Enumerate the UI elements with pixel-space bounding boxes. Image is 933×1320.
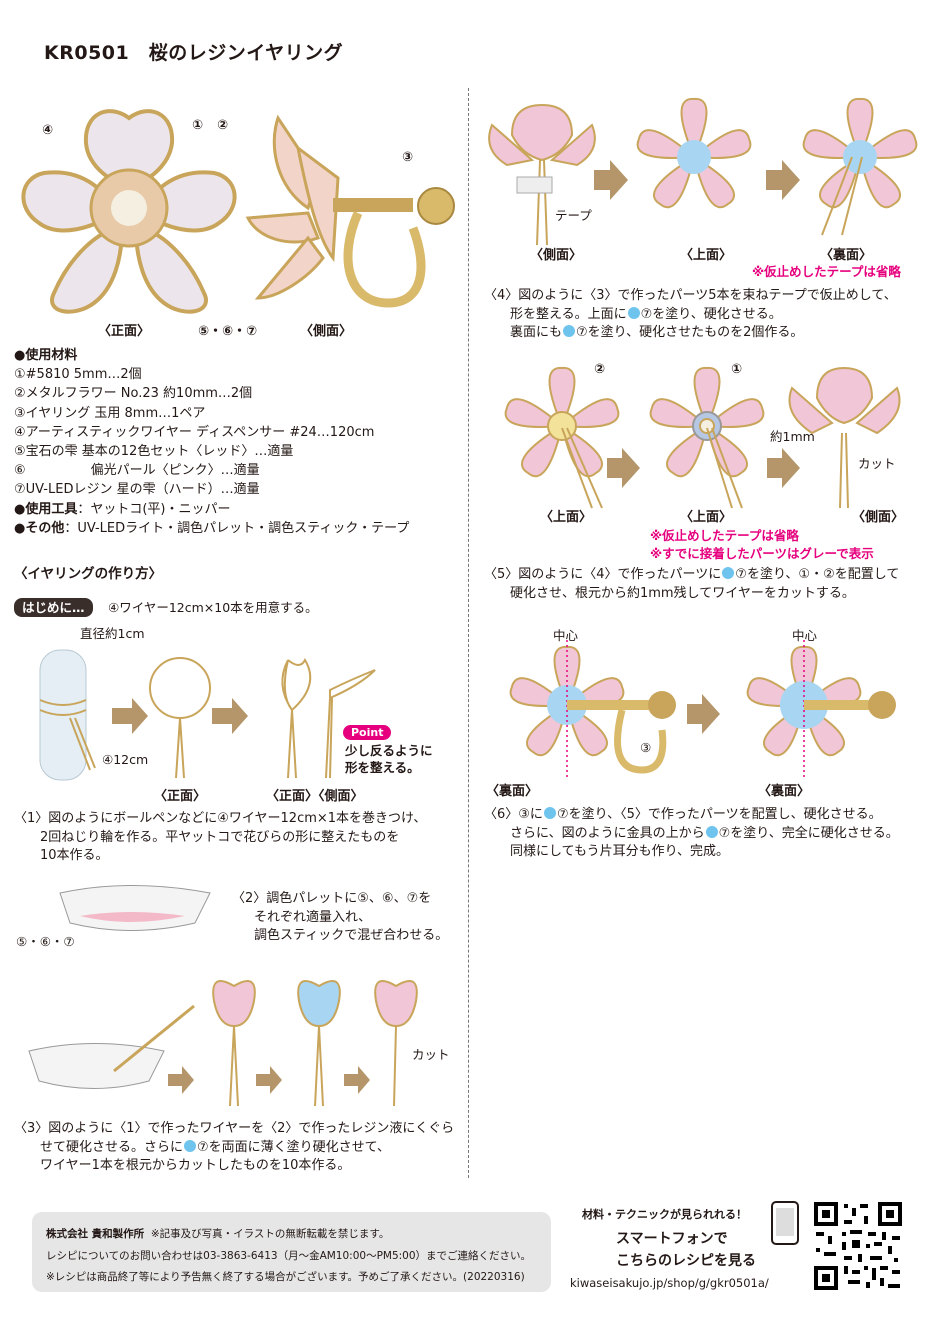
- resin-dot: [543, 807, 556, 819]
- resin-dot: [705, 825, 718, 838]
- resin-dot: [563, 325, 576, 337]
- materials-list: ●使用材料 ①#5810 5mm…2個 ②メタルフラワー No.23 約10mm…: [14, 346, 409, 538]
- step3-text: 〈3〉図のように〈1〉で作ったワイヤーを〈2〉で作ったレジン液にくぐら せて硬化…: [14, 1121, 455, 1173]
- step1-illustration: [39, 649, 376, 781]
- recipe-url[interactable]: kiwaseisakujo.jp/shop/g/gkr0501a/: [570, 1276, 769, 1290]
- qr-code[interactable]: [812, 1200, 904, 1292]
- diameter-label: 直径約1cm: [80, 626, 145, 641]
- label-parts: ⑤・⑥・⑦: [198, 324, 258, 339]
- material-item: ③イヤリング 玉用 8mm…1ペア: [14, 405, 206, 421]
- material-item: ④アーティスティックワイヤー ディスペンサー #24…120cm: [14, 424, 375, 440]
- qr-tagline: 材料・テクニックが見られれる！: [582, 1208, 747, 1221]
- tools-value: ：ヤットコ(平)・ニッパー: [77, 501, 231, 517]
- material-item: ①#5810 5mm…2個: [14, 367, 142, 383]
- step5-side-label: 〈側面〉: [852, 510, 905, 525]
- step5-callout-2: ②: [594, 362, 606, 377]
- step4-side-label: 〈側面〉: [530, 248, 583, 263]
- end-notice: ※レシピは商品終了等により予告無く終了する場合がございます。予めご了承ください。…: [46, 1271, 525, 1283]
- approx-1mm-label: 約1mm: [770, 429, 815, 444]
- step4-text: 〈4〉図のように〈3〉で作ったパーツ5本を束ねテープで仮止めして、 形を整える。…: [484, 288, 897, 340]
- column-divider: [468, 88, 469, 1178]
- callout-1: ①: [192, 118, 204, 133]
- note-tape-omitted: ※仮止めしたテープは省略: [752, 264, 901, 279]
- step4-illustration: [488, 97, 918, 246]
- other-value: ：UV-LEDライト・調色パレット・調色スティック・テープ: [64, 520, 410, 536]
- resin-dot: [627, 306, 640, 319]
- tools-label: ●使用工具: [14, 501, 78, 517]
- point-text: 少し反るように 形を整える。: [345, 743, 433, 775]
- step1-front-label: 〈正面〉: [154, 789, 207, 804]
- step6-back-label-2: 〈裏面〉: [758, 784, 811, 799]
- step5-cut-label: カット: [858, 456, 896, 471]
- label-front: 〈正面〉: [98, 324, 151, 339]
- materials-heading: ●使用材料: [14, 348, 78, 363]
- mix-label: ⑤・⑥・⑦: [16, 934, 75, 949]
- center-label-2: 中心: [792, 628, 818, 643]
- step5-illustration: [504, 366, 901, 509]
- step6-illustration: [509, 640, 896, 780]
- point-badge: Point: [343, 725, 392, 740]
- step1-front-side-label: 〈正面〉〈側面〉: [266, 789, 364, 804]
- contact-info: レシピについてのお問い合わせは03-3863-6413（月～金AM10:00～P…: [46, 1250, 532, 1262]
- palette-illustration: [59, 885, 211, 931]
- label-side: 〈側面〉: [300, 324, 353, 339]
- step2-text: 〈2〉調色パレットに⑤、⑥、⑦を それぞれ適量入れ、 調色スティックで混ぜ合わせ…: [232, 891, 449, 943]
- resin-dot: [184, 1139, 197, 1152]
- note-grey-parts: ※すでに接着したパーツはグレーで表示: [650, 546, 874, 561]
- material-item: ⑦UV-LEDレジン 星の雫（ハード）…適量: [14, 482, 260, 498]
- tape-label: テープ: [555, 208, 592, 223]
- center-label-1: 中心: [553, 628, 579, 643]
- footer-box: 株式会社 貴和製作所 ※記事及び写真・イラストの無断転載を禁じます。 レシピにつ…: [32, 1212, 551, 1292]
- intro-badge: はじめに…: [14, 598, 93, 617]
- callout-4: ④: [42, 123, 54, 138]
- callout-3: ③: [402, 150, 414, 165]
- step6-back-label-1: 〈裏面〉: [486, 784, 539, 799]
- company-name: 株式会社 貴和製作所: [46, 1228, 145, 1240]
- howto-heading: 〈イヤリングの作り方〉: [14, 566, 163, 582]
- material-item: ⑥ 偏光パール〈ピンク〉…適量: [14, 463, 260, 479]
- hero-side-earring: [245, 114, 455, 308]
- copyright-note: ※記事及び写真・イラストの無断転載を禁じます。: [150, 1228, 390, 1240]
- wire-length-label: ④12cm: [102, 752, 149, 767]
- step5-top-label-2: 〈上面〉: [680, 510, 733, 525]
- page-title: KR0501 桜のレジンイヤリング: [44, 42, 344, 64]
- material-item: ②メタルフラワー No.23 約10mm…2個: [14, 386, 253, 402]
- step3-illustration: [28, 980, 418, 1107]
- step1-text: 〈1〉図のようにボールペンなどに④ワイヤー12cm×1本を巻きつけ、 2回ねじり…: [14, 811, 427, 863]
- material-item: ⑤宝石の雫 基本の12色セット〈レッド〉…適量: [14, 443, 294, 459]
- qr-line-2: こちらのレシピを見る: [616, 1253, 756, 1269]
- step3-cut-label: カット: [412, 1047, 450, 1062]
- step4-back-label: 〈裏面〉: [820, 248, 873, 263]
- other-label: ●その他: [14, 520, 65, 536]
- qr-line-1: スマートフォンで: [616, 1231, 728, 1247]
- step6-callout-3: ③: [640, 740, 652, 755]
- resin-dot: [722, 567, 735, 579]
- step4-top-label: 〈上面〉: [680, 248, 733, 263]
- hero-front-flower: [21, 109, 237, 314]
- note-tape-omitted-2: ※仮止めしたテープは省略: [650, 528, 799, 543]
- intro-text: ④ワイヤー12cm×10本を用意する。: [108, 600, 318, 615]
- step5-callout-1: ①: [731, 362, 743, 377]
- callout-2: ②: [217, 118, 229, 133]
- step5-top-label-1: 〈上面〉: [540, 510, 593, 525]
- smartphone-icon: [771, 1201, 799, 1245]
